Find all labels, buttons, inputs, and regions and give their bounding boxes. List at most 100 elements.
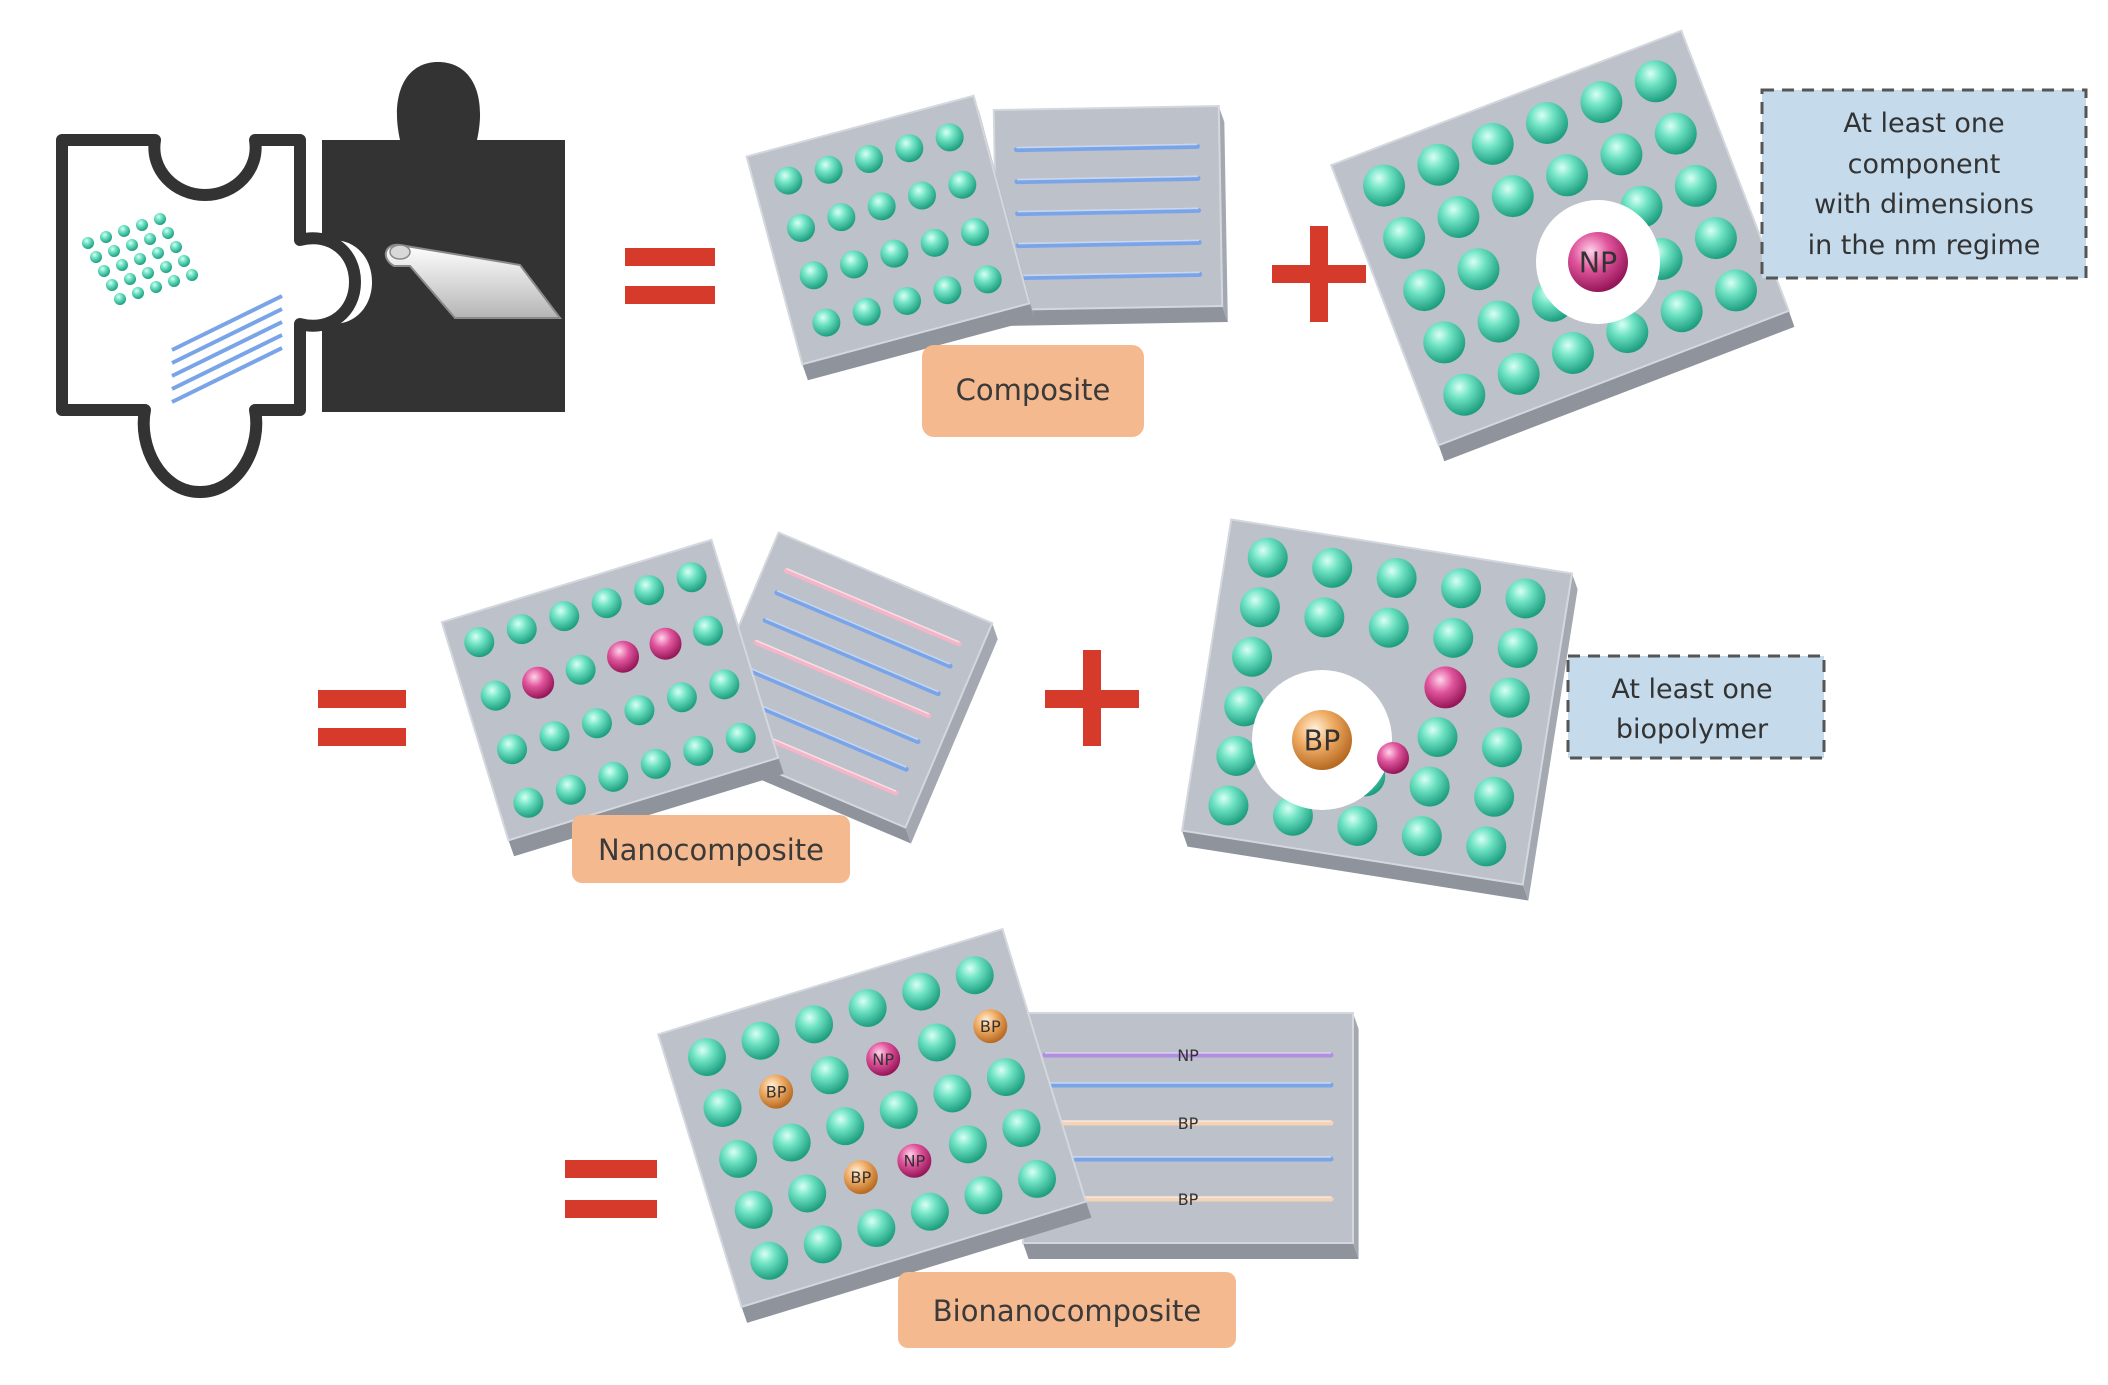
particle-teal <box>1376 558 1417 599</box>
mini-particle <box>132 287 144 299</box>
particle-teal <box>826 1107 865 1146</box>
mini-particle <box>168 275 180 287</box>
bionanocomposite-label-text: Bionanocomposite <box>933 1294 1201 1328</box>
mini-particle <box>154 213 166 225</box>
fiber-highlight <box>776 589 951 665</box>
particle-teal <box>848 988 887 1027</box>
fiber-line <box>1015 207 1202 217</box>
particle-teal <box>788 1174 827 1213</box>
particle-teal <box>1471 122 1514 165</box>
particle-teal <box>854 145 883 174</box>
particle-teal <box>902 972 941 1011</box>
particle-teal <box>1489 677 1530 718</box>
fiber-line <box>1013 143 1200 153</box>
slab-front-edge <box>802 303 1035 381</box>
particle-teal <box>709 669 740 700</box>
particle-teal <box>598 761 629 792</box>
nm-callout-line-4: in the nm regime <box>1808 230 2041 261</box>
particle-teal <box>1477 300 1520 343</box>
mini-particle <box>100 231 112 243</box>
nm-callout-line-1: At least one <box>1843 108 2004 139</box>
particle-teal <box>973 265 1002 294</box>
np-particle <box>1568 232 1628 292</box>
particle-teal <box>787 213 816 242</box>
mini-particle <box>106 279 118 291</box>
particle-teal <box>1497 628 1538 669</box>
particle-orange <box>759 1074 794 1109</box>
particle-teal <box>1491 175 1534 218</box>
mini-particle <box>160 261 172 273</box>
puzzle-piece-dark <box>322 62 565 412</box>
particle-teal <box>725 722 756 753</box>
particle-teal <box>867 192 896 221</box>
np-particle-label: NP <box>1579 247 1618 280</box>
particle-teal <box>907 181 936 210</box>
nanocomposite-particle-slab <box>440 538 784 857</box>
particle-teal <box>772 1123 811 1162</box>
particle-teal <box>964 1176 1003 1215</box>
mini-fiber <box>171 333 283 391</box>
slab-front-edge <box>997 306 1228 326</box>
mini-particle <box>124 273 136 285</box>
particle-teal <box>935 123 964 152</box>
particle-teal <box>1443 373 1486 416</box>
mini-particle <box>170 241 182 253</box>
particle-teal <box>1417 716 1458 757</box>
composite-particle-slab <box>745 94 1035 381</box>
bp-callout-line-1: At least one <box>1611 674 1772 705</box>
mini-particle <box>118 225 130 237</box>
particle-teal <box>624 695 655 726</box>
nm-regime-callout: At least one component with dimensions i… <box>1760 88 2088 280</box>
particle-teal <box>1654 112 1697 155</box>
nanocomposite-label-text: Nanocomposite <box>598 833 824 867</box>
fiber-line <box>742 665 921 745</box>
particle-teal <box>703 1089 742 1128</box>
particle-teal <box>1474 776 1515 817</box>
particle-teal <box>1239 587 1280 628</box>
particle-teal <box>1600 133 1643 176</box>
nm-regime-slab: NP <box>1329 29 1795 462</box>
particle-teal <box>1224 686 1265 727</box>
mini-particle <box>162 227 174 239</box>
particle-teal <box>1457 248 1500 291</box>
particle-pink <box>1377 742 1409 774</box>
particle-teal <box>1232 636 1273 677</box>
particle-teal <box>719 1139 758 1178</box>
particle-teal <box>683 735 714 766</box>
particle-teal <box>948 1125 987 1164</box>
particle-teal <box>1363 164 1406 207</box>
particle-teal <box>880 239 909 268</box>
particle-teal <box>774 166 803 195</box>
particle-teal <box>1437 196 1480 239</box>
slab-front-edge <box>741 1201 1092 1323</box>
particle-teal <box>799 261 828 290</box>
fiber-highlight <box>755 639 930 715</box>
particle-teal <box>741 1021 780 1060</box>
paper-scroll-icon <box>384 243 563 319</box>
fiber-label: NP <box>1177 1046 1199 1065</box>
slab-front-edge <box>1438 310 1795 462</box>
particle-teal <box>464 627 495 658</box>
particle-teal <box>1423 321 1466 364</box>
particle-teal <box>1018 1159 1057 1198</box>
nanocomposite-label: Nanocomposite <box>572 815 850 883</box>
particle-teal <box>692 615 723 646</box>
particle-teal <box>879 1090 918 1129</box>
bp-particle-label: BP <box>1304 725 1341 758</box>
particle-teal <box>1714 269 1757 312</box>
particle-teal <box>814 155 843 184</box>
slab-side-edge <box>1353 1013 1359 1259</box>
mini-particle <box>126 239 138 251</box>
particle-teal <box>480 680 511 711</box>
composite-label-text: Composite <box>956 373 1111 407</box>
particle-teal <box>565 654 596 685</box>
particle-teal <box>1497 352 1540 395</box>
particle-teal <box>803 1225 842 1264</box>
particle-teal <box>734 1190 773 1229</box>
particle-teal <box>506 614 537 645</box>
mini-particle <box>144 233 156 245</box>
mini-particle <box>186 269 198 281</box>
mini-fiber <box>171 346 283 404</box>
particle-teal <box>513 787 544 818</box>
bp-particle <box>1292 710 1352 770</box>
